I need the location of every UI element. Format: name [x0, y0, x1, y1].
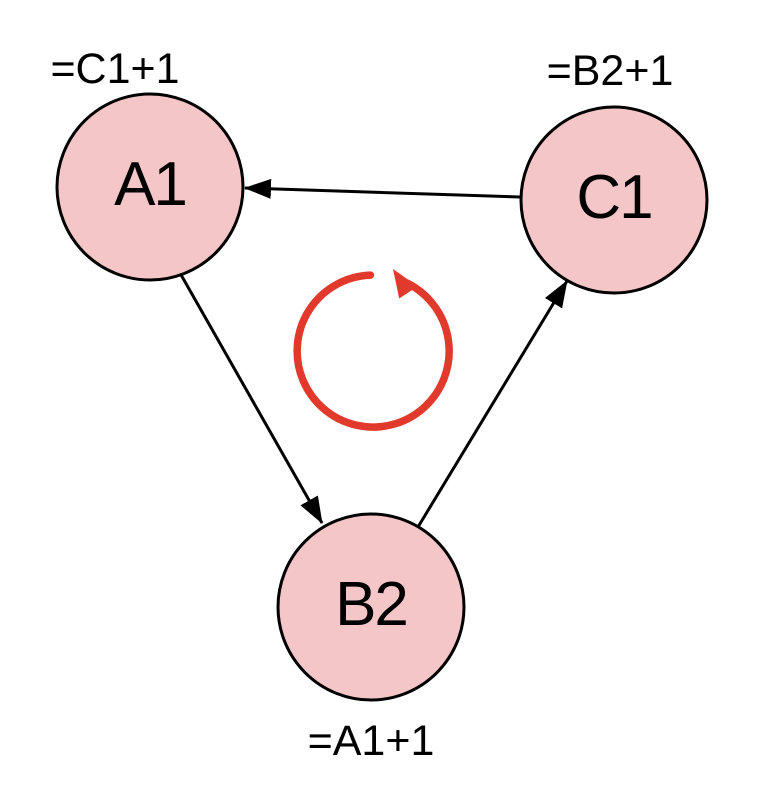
node-a1-formula: =C1+1: [50, 45, 179, 93]
edge-c1-to-a1: [244, 178, 521, 199]
node-b2-formula: =A1+1: [308, 717, 435, 765]
node-c1-formula: =B2+1: [547, 47, 674, 95]
node-b2: B2: [276, 512, 466, 702]
node-a1-circle: [55, 92, 245, 282]
node-b2-circle: [276, 512, 466, 702]
node-c1-label: C1: [576, 163, 651, 232]
edge-a1-to-b2: [178, 272, 324, 524]
node-a1: A1: [55, 92, 245, 282]
node-c1: C1: [519, 105, 709, 295]
cycle-arc: [293, 271, 453, 431]
node-a1-label: A1: [114, 150, 186, 219]
counterclockwise-cycle-arrow-icon: [293, 269, 453, 431]
cycle-arrowhead: [393, 269, 418, 299]
edge-b2-to-c1: [416, 280, 569, 528]
node-c1-circle: [519, 105, 709, 295]
node-b2-label: B2: [335, 570, 407, 639]
